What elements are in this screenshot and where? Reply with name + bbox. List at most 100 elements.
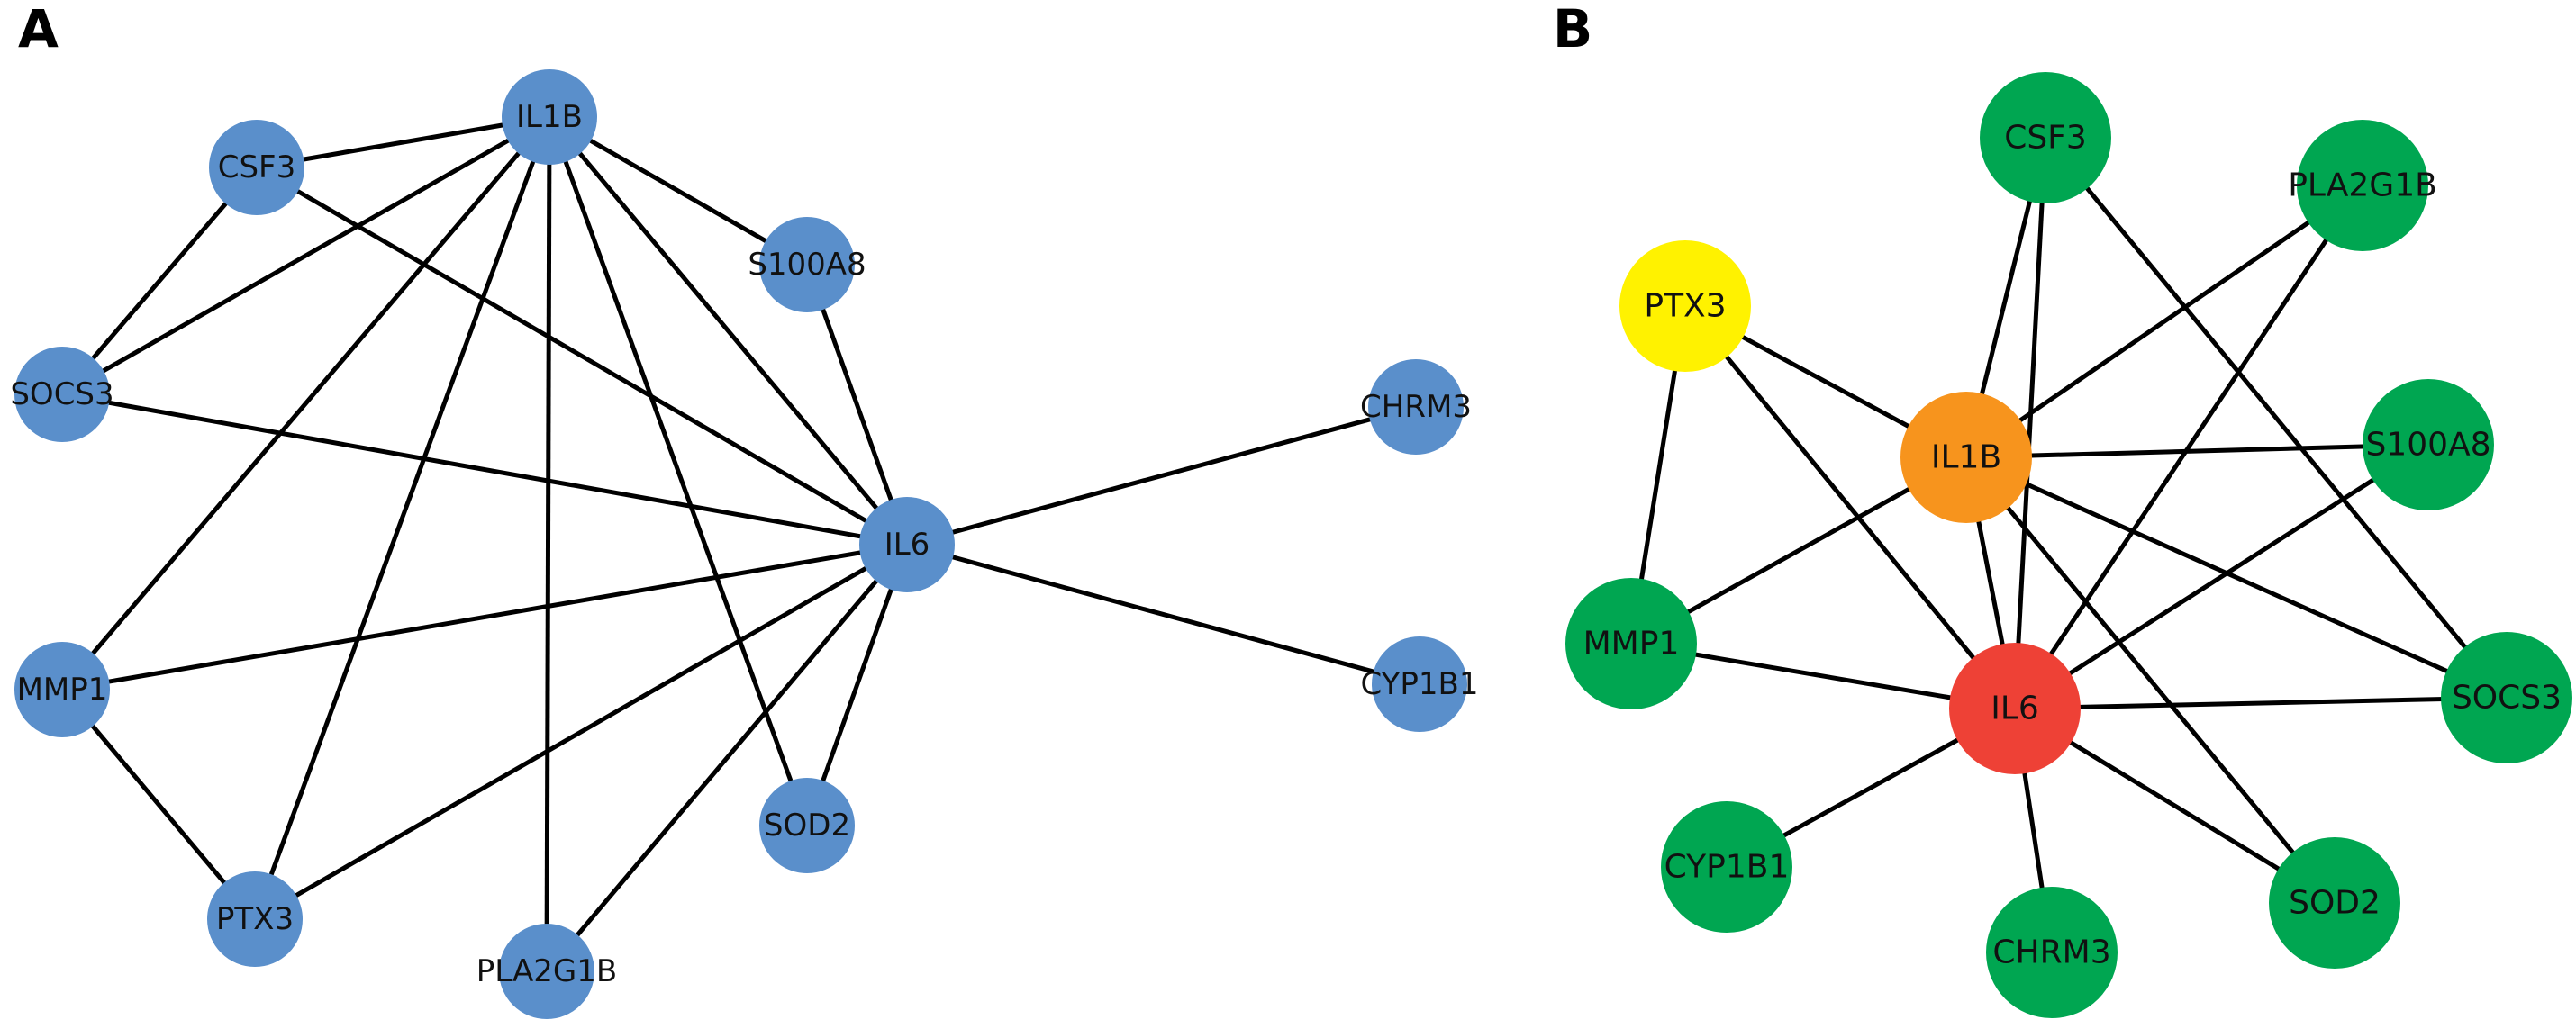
node-label: MMP1 [17,672,108,708]
edge-il1b-socs3 [1964,455,2508,700]
edge-il6-ptx3 [253,542,909,922]
node-sod2: SOD2 [759,778,855,873]
node-csf3: CSF3 [1980,72,2111,203]
node-label: CYP1B1 [1360,666,1478,702]
node-circle [1661,801,1792,933]
node-circle [1986,887,2118,1018]
node-label: CHRM3 [1360,389,1472,425]
node-mmp1: MMP1 [14,642,110,737]
edge-pla2g1b-il1b [1964,183,2364,460]
edge-il6-socs3 [2014,695,2508,711]
edge-csf3-socs3 [2044,136,2508,700]
node-label: PLA2G1B [476,953,617,989]
edge-il1b-il6 [548,115,909,546]
edge-il6-pla2g1b [545,543,909,973]
edge-mmp1-ptx3 [60,688,257,921]
node-sod2: SOD2 [2269,837,2400,969]
node-label: CSF3 [218,149,296,185]
node-cyp1b1: CYP1B1 [1661,801,1792,933]
edge-il1b-s100a8 [548,114,809,267]
node-chrm3: CHRM3 [1360,359,1472,455]
edge-csf3-socs3 [60,166,259,396]
node-pla2g1b: PLA2G1B [476,924,617,1019]
edge-csf3-il6 [2012,137,2048,709]
edge-il1b-csf3 [256,114,550,170]
node-circle [759,778,855,873]
node-csf3: CSF3 [209,120,304,215]
node-label: S100A8 [2365,427,2490,464]
node-cyp1b1: CYP1B1 [1360,636,1479,732]
node-label: PTX3 [216,901,294,937]
node-label: CSF3 [2004,120,2087,157]
edge-il1b-pla2g1b [544,116,552,972]
node-circle [499,924,594,1019]
edge-il6-sod2 [804,544,910,826]
node-il1b: IL1B [502,69,597,165]
node-il6: IL6 [859,497,955,592]
node-circle [14,347,110,442]
node-circle [859,497,955,592]
node-socs3: SOCS3 [10,347,114,442]
edge-csf3-il6 [255,165,909,547]
node-mmp1: MMP1 [1565,578,1697,709]
node-s100a8: S100A8 [748,217,866,312]
node-label: IL6 [1991,691,2039,727]
node-label: CYP1B1 [1664,849,1790,886]
node-circle [1372,636,1467,732]
node-label: MMP1 [1583,626,1680,663]
node-socs3: SOCS3 [2441,632,2572,763]
edge-il1b-s100a8 [1965,442,2429,460]
node-label: IL6 [884,527,930,563]
node-circle [2297,120,2428,251]
node-circle [207,871,303,967]
node-circle [1900,392,2032,523]
edge-il6-mmp1 [61,542,908,692]
node-circle [759,217,855,312]
node-label: S100A8 [748,247,866,283]
edge-socs3-il6 [61,392,908,547]
node-ptx3: PTX3 [1619,240,1751,372]
edge-il6-cyp1b1 [906,542,1420,687]
node-s100a8: S100A8 [2363,379,2494,510]
node-label: CHRM3 [1992,934,2110,971]
edge-ptx3-il6 [1683,304,2017,710]
node-circle [209,120,304,215]
node-label: SOCS3 [2452,680,2562,717]
node-label: IL1B [516,99,583,135]
node-circle [502,69,597,165]
node-circle [2363,379,2494,510]
node-circle [1565,578,1697,709]
node-pla2g1b: PLA2G1B [2288,120,2437,251]
node-circle [1619,240,1751,372]
node-label: PTX3 [1644,288,1726,325]
node-chrm3: CHRM3 [1986,887,2118,1018]
node-il1b: IL1B [1900,392,2032,523]
panel-a-label: A [18,0,59,59]
edge-il1b-sod2 [1964,456,2336,905]
node-label: SOD2 [2289,885,2381,922]
panel-b-label: B [1553,0,1592,59]
node-circle [1368,359,1464,455]
node-il6: IL6 [1949,643,2081,774]
node-label: PLA2G1B [2288,167,2437,204]
node-ptx3: PTX3 [207,871,303,967]
node-label: IL1B [1931,439,2001,476]
node-circle [2269,837,2400,969]
node-circle [1949,643,2081,774]
edge-il6-chrm3 [906,404,1417,547]
edge-il1b-sod2 [547,116,810,826]
node-circle [1980,72,2111,203]
edge-il1b-socs3 [60,114,551,397]
edge-il1b-mmp1 [60,115,551,691]
edge-s100a8-il6 [804,264,910,546]
node-circle [14,642,110,737]
edge-il1b-ptx3 [252,116,552,920]
panel-a-edges [60,114,1420,973]
edge-s100a8-il6 [2013,442,2430,711]
node-label: SOCS3 [10,376,113,412]
